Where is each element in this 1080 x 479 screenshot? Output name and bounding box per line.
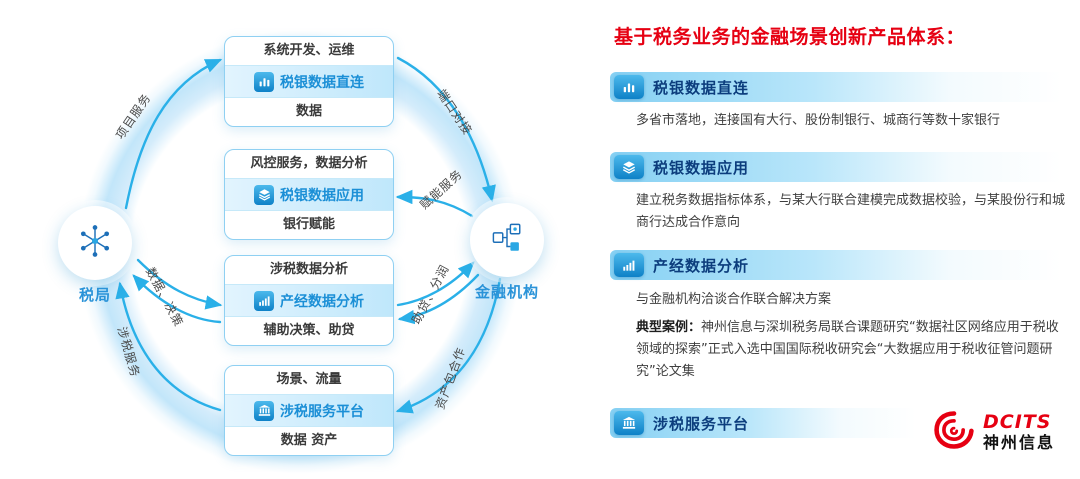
box-tax-service-platform: 场景、流量 涉税服务平台 数据 资产 [224,365,394,456]
arrow-box1-to-finance [396,56,496,203]
product-system-panel: 基于税务业务的金融场景创新产品体系： 税银数据直连 多省市落地，连接国有大行、股… [610,0,1076,479]
arrow-box3-to-finance [396,261,475,307]
arrow-taxbureau-to-box3 [136,258,223,310]
case-study-label: 典型案例： [636,320,702,335]
case-study-text: 典型案例：神州信息与深圳税务局联合课题研究“数据社区网络应用于税收领域的探索”正… [636,317,1070,383]
arrow-box3-to-taxbureau [132,274,222,324]
box-mid-text: 产经数据分析 [280,293,364,310]
bank-icon [254,400,274,421]
node-label-financial-institution: 金融机构 [474,283,539,301]
logo-company-text: 神州信息 [983,432,1056,452]
section-header-tax-bank-application: 税银数据应用 [610,152,1062,182]
box-top-label: 风控服务，数据分析 [250,156,368,171]
box-industry-data-analysis: 涉税数据分析 产经数据分析 辅助决策、助贷 [224,255,394,346]
network-icon [77,223,113,263]
bank-icon [614,411,644,435]
section-heading: 涉税服务平台 [653,414,750,433]
section-header-tax-bank-direct: 税银数据直连 [610,72,1062,102]
section-header-tax-service-platform: 涉税服务平台 [610,408,916,438]
ecosystem-diagram: 项目服务 端口对接 赋能服务 数据、决策 助贷、分润 涉税服务 资产包合作 [58,30,544,474]
logo-brand-text: DCITS [983,410,1052,433]
box-top-label: 涉税数据分析 [269,262,348,277]
chart-icon [254,290,274,311]
section-body: 建立税务数据指标体系，与某大行联合建模完成数据校验，与某股份行和城商行达成合作意… [636,193,1066,230]
section-heading: 税银数据直连 [653,78,750,97]
section-header-industry-data-analysis: 产经数据分析 [610,250,1062,280]
arrow-taxbureau-to-box1 [124,58,223,210]
section-heading: 产经数据分析 [653,256,750,275]
arrow-finance-to-box2 [395,189,474,218]
node-label-tax-bureau: 税局 [78,286,111,304]
box-tax-bank-application: 风控服务，数据分析 税银数据应用 银行赋能 [224,149,394,240]
box-mid-label: 税银数据应用 [225,178,393,211]
arrow-finance-to-box4 [395,277,502,414]
chart-icon [614,253,644,277]
layers-icon [614,155,644,179]
flowchart-icon [490,221,524,259]
box-mid-text: 涉税服务平台 [280,403,364,420]
arrow-finance-to-box3 [397,273,480,325]
arrow-box4-to-taxbureau [115,281,222,412]
dcits-logo: DCITS 神州信息 [932,408,1055,456]
dcits-swirl-icon [932,408,976,456]
section-heading: 税银数据应用 [653,158,750,177]
box-tax-bank-direct: 系统开发、运维 税银数据直连 数据 [224,36,394,127]
node-financial-institution [470,203,544,277]
box-mid-text: 税银数据直连 [280,74,364,91]
box-mid-label: 税银数据直连 [225,65,393,98]
section-body: 与金融机构洽谈合作联合解决方案 [636,292,832,307]
box-bottom-label: 数据 资产 [280,433,338,448]
box-mid-label: 产经数据分析 [225,284,393,317]
node-tax-bureau [58,206,132,280]
box-mid-label: 涉税服务平台 [225,394,393,427]
case-study-body: 神州信息与深圳税务局联合课题研究“数据社区网络应用于税收领域的探索”正式入选中国… [636,320,1059,379]
section-body: 多省市落地，连接国有大行、股份制银行、城商行等数十家银行 [636,113,1001,128]
box-top-label: 场景、流量 [276,372,342,387]
box-bottom-label: 银行赋能 [282,217,335,232]
bars-icon [614,75,644,99]
box-bottom-label: 辅助决策、助贷 [263,323,355,338]
layers-icon [254,184,274,205]
box-top-label: 系统开发、运维 [263,43,355,58]
flow-arrows [115,56,502,414]
bars-icon [254,71,274,92]
page-title: 基于税务业务的金融场景创新产品体系： [614,26,966,48]
box-bottom-label: 数据 [295,104,322,119]
box-mid-text: 税银数据应用 [280,187,364,204]
